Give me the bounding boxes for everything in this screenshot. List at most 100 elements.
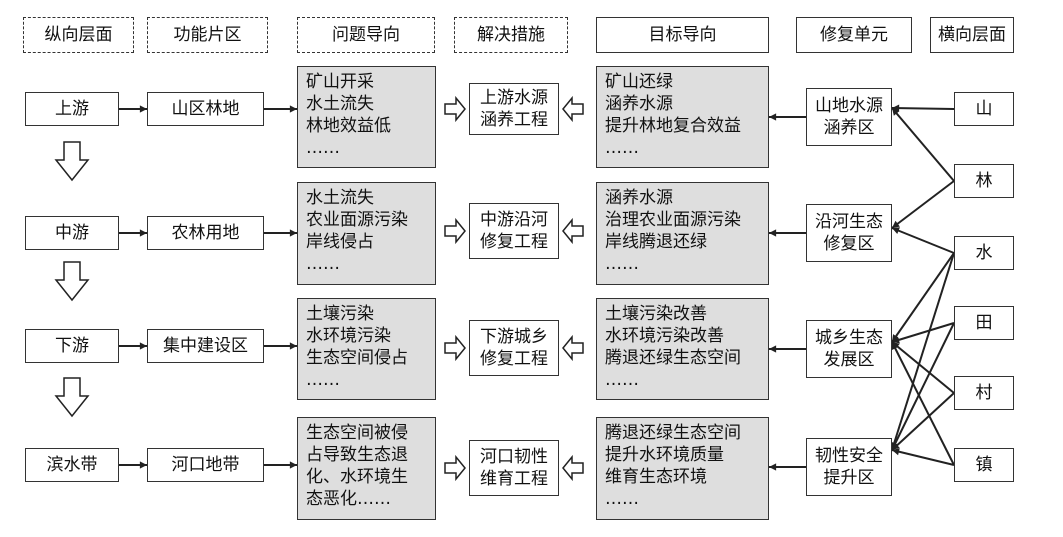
element-mountain: 山 bbox=[954, 92, 1014, 126]
arrow-element-to-unit-head bbox=[892, 448, 900, 456]
element-town: 镇 bbox=[954, 448, 1014, 482]
goal-line: 腾退还绿生态空间 bbox=[605, 348, 741, 368]
arrow-unit-to-goal-head bbox=[769, 113, 777, 121]
problem-line: 化、水环境生 bbox=[306, 467, 408, 487]
arrow-element-to-unit bbox=[891, 107, 955, 182]
element-forest: 林 bbox=[954, 164, 1014, 198]
arrow-element-to-unit-head bbox=[891, 342, 899, 350]
hollow-arrow-problem-to-measure bbox=[444, 334, 466, 362]
problem-line: 态恶化…… bbox=[306, 489, 391, 509]
arrow-element-to-unit bbox=[891, 322, 955, 451]
arrow-element-to-unit-head bbox=[892, 220, 900, 228]
zone-box-built-up-area: 集中建设区 bbox=[147, 329, 264, 363]
goal-line: …… bbox=[605, 254, 639, 274]
unit-box-resilience-safety: 韧性安全 提升区 bbox=[806, 438, 892, 496]
goal-line: …… bbox=[605, 138, 639, 158]
goal-line: 提升水环境质量 bbox=[605, 445, 724, 465]
arrow-element-to-unit bbox=[891, 392, 955, 451]
measure-line: 河口韧性 bbox=[480, 447, 548, 467]
goal-box-downstream: 土壤污染改善 水环境污染改善 腾退还绿生态空间 …… bbox=[596, 298, 769, 400]
hollow-arrow-goal-to-measure bbox=[562, 95, 584, 123]
unit-line: 修复区 bbox=[823, 234, 875, 254]
goal-line: 岸线腾退还绿 bbox=[605, 232, 707, 252]
goal-line: 涵养水源 bbox=[605, 94, 673, 114]
goal-line: 维育生态环境 bbox=[605, 467, 707, 487]
arrow-level-to-zone-head bbox=[139, 342, 147, 350]
arrow-element-to-unit-head bbox=[892, 108, 900, 116]
problem-line: 水土流失 bbox=[306, 94, 374, 114]
unit-box-mountain-water-conservation: 山地水源 涵养区 bbox=[806, 88, 892, 146]
hollow-arrow-down-downstream bbox=[54, 377, 90, 418]
hollow-arrow-down-midstream bbox=[54, 261, 90, 302]
problem-box-waterfront: 生态空间被侵 占导致生态退 化、水环境生 态恶化…… bbox=[297, 417, 436, 520]
problem-line: …… bbox=[306, 370, 340, 390]
arrow-element-to-unit bbox=[891, 341, 955, 466]
problem-box-midstream: 水土流失 农业面源污染 岸线侵占 …… bbox=[297, 182, 436, 285]
problem-line: 生态空间侵占 bbox=[306, 348, 408, 368]
goal-box-upstream: 矿山还绿 涵养水源 提升林地复合效益 …… bbox=[596, 66, 769, 168]
measure-box-waterfront: 河口韧性 维育工程 bbox=[469, 440, 559, 496]
hollow-arrow-goal-to-measure bbox=[562, 454, 584, 482]
measure-line: 上游水源 bbox=[480, 88, 548, 108]
hollow-arrow-goal-to-measure bbox=[562, 334, 584, 362]
arrow-element-to-unit bbox=[891, 180, 955, 229]
hollow-arrow-down-upstream bbox=[54, 141, 90, 182]
arrow-element-to-unit-head bbox=[892, 227, 900, 235]
arrow-unit-to-goal-head bbox=[769, 463, 777, 471]
problem-line: 水土流失 bbox=[306, 188, 374, 208]
arrow-element-to-unit-head bbox=[892, 334, 900, 342]
problem-box-upstream: 矿山开采 水土流失 林地效益低 …… bbox=[297, 66, 436, 168]
level-box-downstream: 下游 bbox=[25, 329, 119, 363]
header-functional-zone: 功能片区 bbox=[147, 17, 268, 53]
problem-line: 农业面源污染 bbox=[306, 210, 408, 230]
arrow-element-to-unit bbox=[891, 107, 955, 110]
level-box-waterfront: 滨水带 bbox=[25, 448, 119, 482]
element-water: 水 bbox=[954, 236, 1014, 270]
hollow-arrow-problem-to-measure bbox=[444, 454, 466, 482]
arrow-zone-to-problem-head bbox=[289, 342, 297, 350]
goal-line: …… bbox=[605, 370, 639, 390]
goal-line: 矿山还绿 bbox=[605, 72, 673, 92]
unit-line: 韧性安全 bbox=[815, 446, 883, 466]
arrow-unit-to-goal-head bbox=[769, 345, 777, 353]
unit-line: 沿河生态 bbox=[815, 212, 883, 232]
goal-line: …… bbox=[605, 489, 639, 509]
level-box-midstream: 中游 bbox=[25, 216, 119, 250]
arrow-level-to-zone-head bbox=[139, 105, 147, 113]
goal-box-midstream: 涵养水源 治理农业面源污染 岸线腾退还绿 …… bbox=[596, 182, 769, 285]
goal-line: 腾退还绿生态空间 bbox=[605, 423, 741, 443]
arrow-element-to-unit-head bbox=[892, 442, 900, 450]
unit-line: 山地水源 bbox=[815, 96, 883, 116]
unit-line: 发展区 bbox=[823, 350, 875, 370]
zone-box-mountain-forest: 山区林地 bbox=[147, 92, 264, 126]
header-restoration-unit: 修复单元 bbox=[796, 17, 912, 53]
arrow-element-to-unit bbox=[891, 449, 955, 466]
arrow-unit-to-goal-head bbox=[769, 229, 777, 237]
arrow-element-to-unit bbox=[891, 252, 955, 451]
header-problem-oriented: 问题导向 bbox=[297, 17, 435, 53]
goal-line: 治理农业面源污染 bbox=[605, 210, 741, 230]
goal-line: 水环境污染改善 bbox=[605, 326, 724, 346]
goal-box-waterfront: 腾退还绿生态空间 提升水环境质量 维育生态环境 …… bbox=[596, 417, 769, 520]
problem-line: 生态空间被侵 bbox=[306, 423, 408, 443]
arrow-level-to-zone-head bbox=[139, 461, 147, 469]
measure-line: 修复工程 bbox=[480, 349, 548, 369]
measure-line: 涵养工程 bbox=[480, 110, 548, 130]
level-box-upstream: 上游 bbox=[25, 92, 119, 126]
zone-box-estuary: 河口地带 bbox=[147, 448, 264, 482]
arrow-zone-to-problem-head bbox=[289, 229, 297, 237]
element-farmland: 田 bbox=[954, 306, 1014, 340]
arrow-element-to-unit bbox=[891, 341, 955, 394]
problem-line: 土壤污染 bbox=[306, 304, 374, 324]
arrow-zone-to-problem-head bbox=[289, 105, 297, 113]
problem-line: 占导致生态退 bbox=[306, 445, 408, 465]
arrow-zone-to-problem-head bbox=[289, 461, 297, 469]
zone-box-agro-forest: 农林用地 bbox=[147, 216, 264, 250]
unit-box-urban-rural-development: 城乡生态 发展区 bbox=[806, 320, 892, 378]
measure-box-midstream: 中游沿河 修复工程 bbox=[469, 203, 559, 259]
unit-line: 涵养区 bbox=[823, 118, 875, 138]
problem-line: 矿山开采 bbox=[306, 72, 374, 92]
measure-line: 中游沿河 bbox=[480, 210, 548, 230]
